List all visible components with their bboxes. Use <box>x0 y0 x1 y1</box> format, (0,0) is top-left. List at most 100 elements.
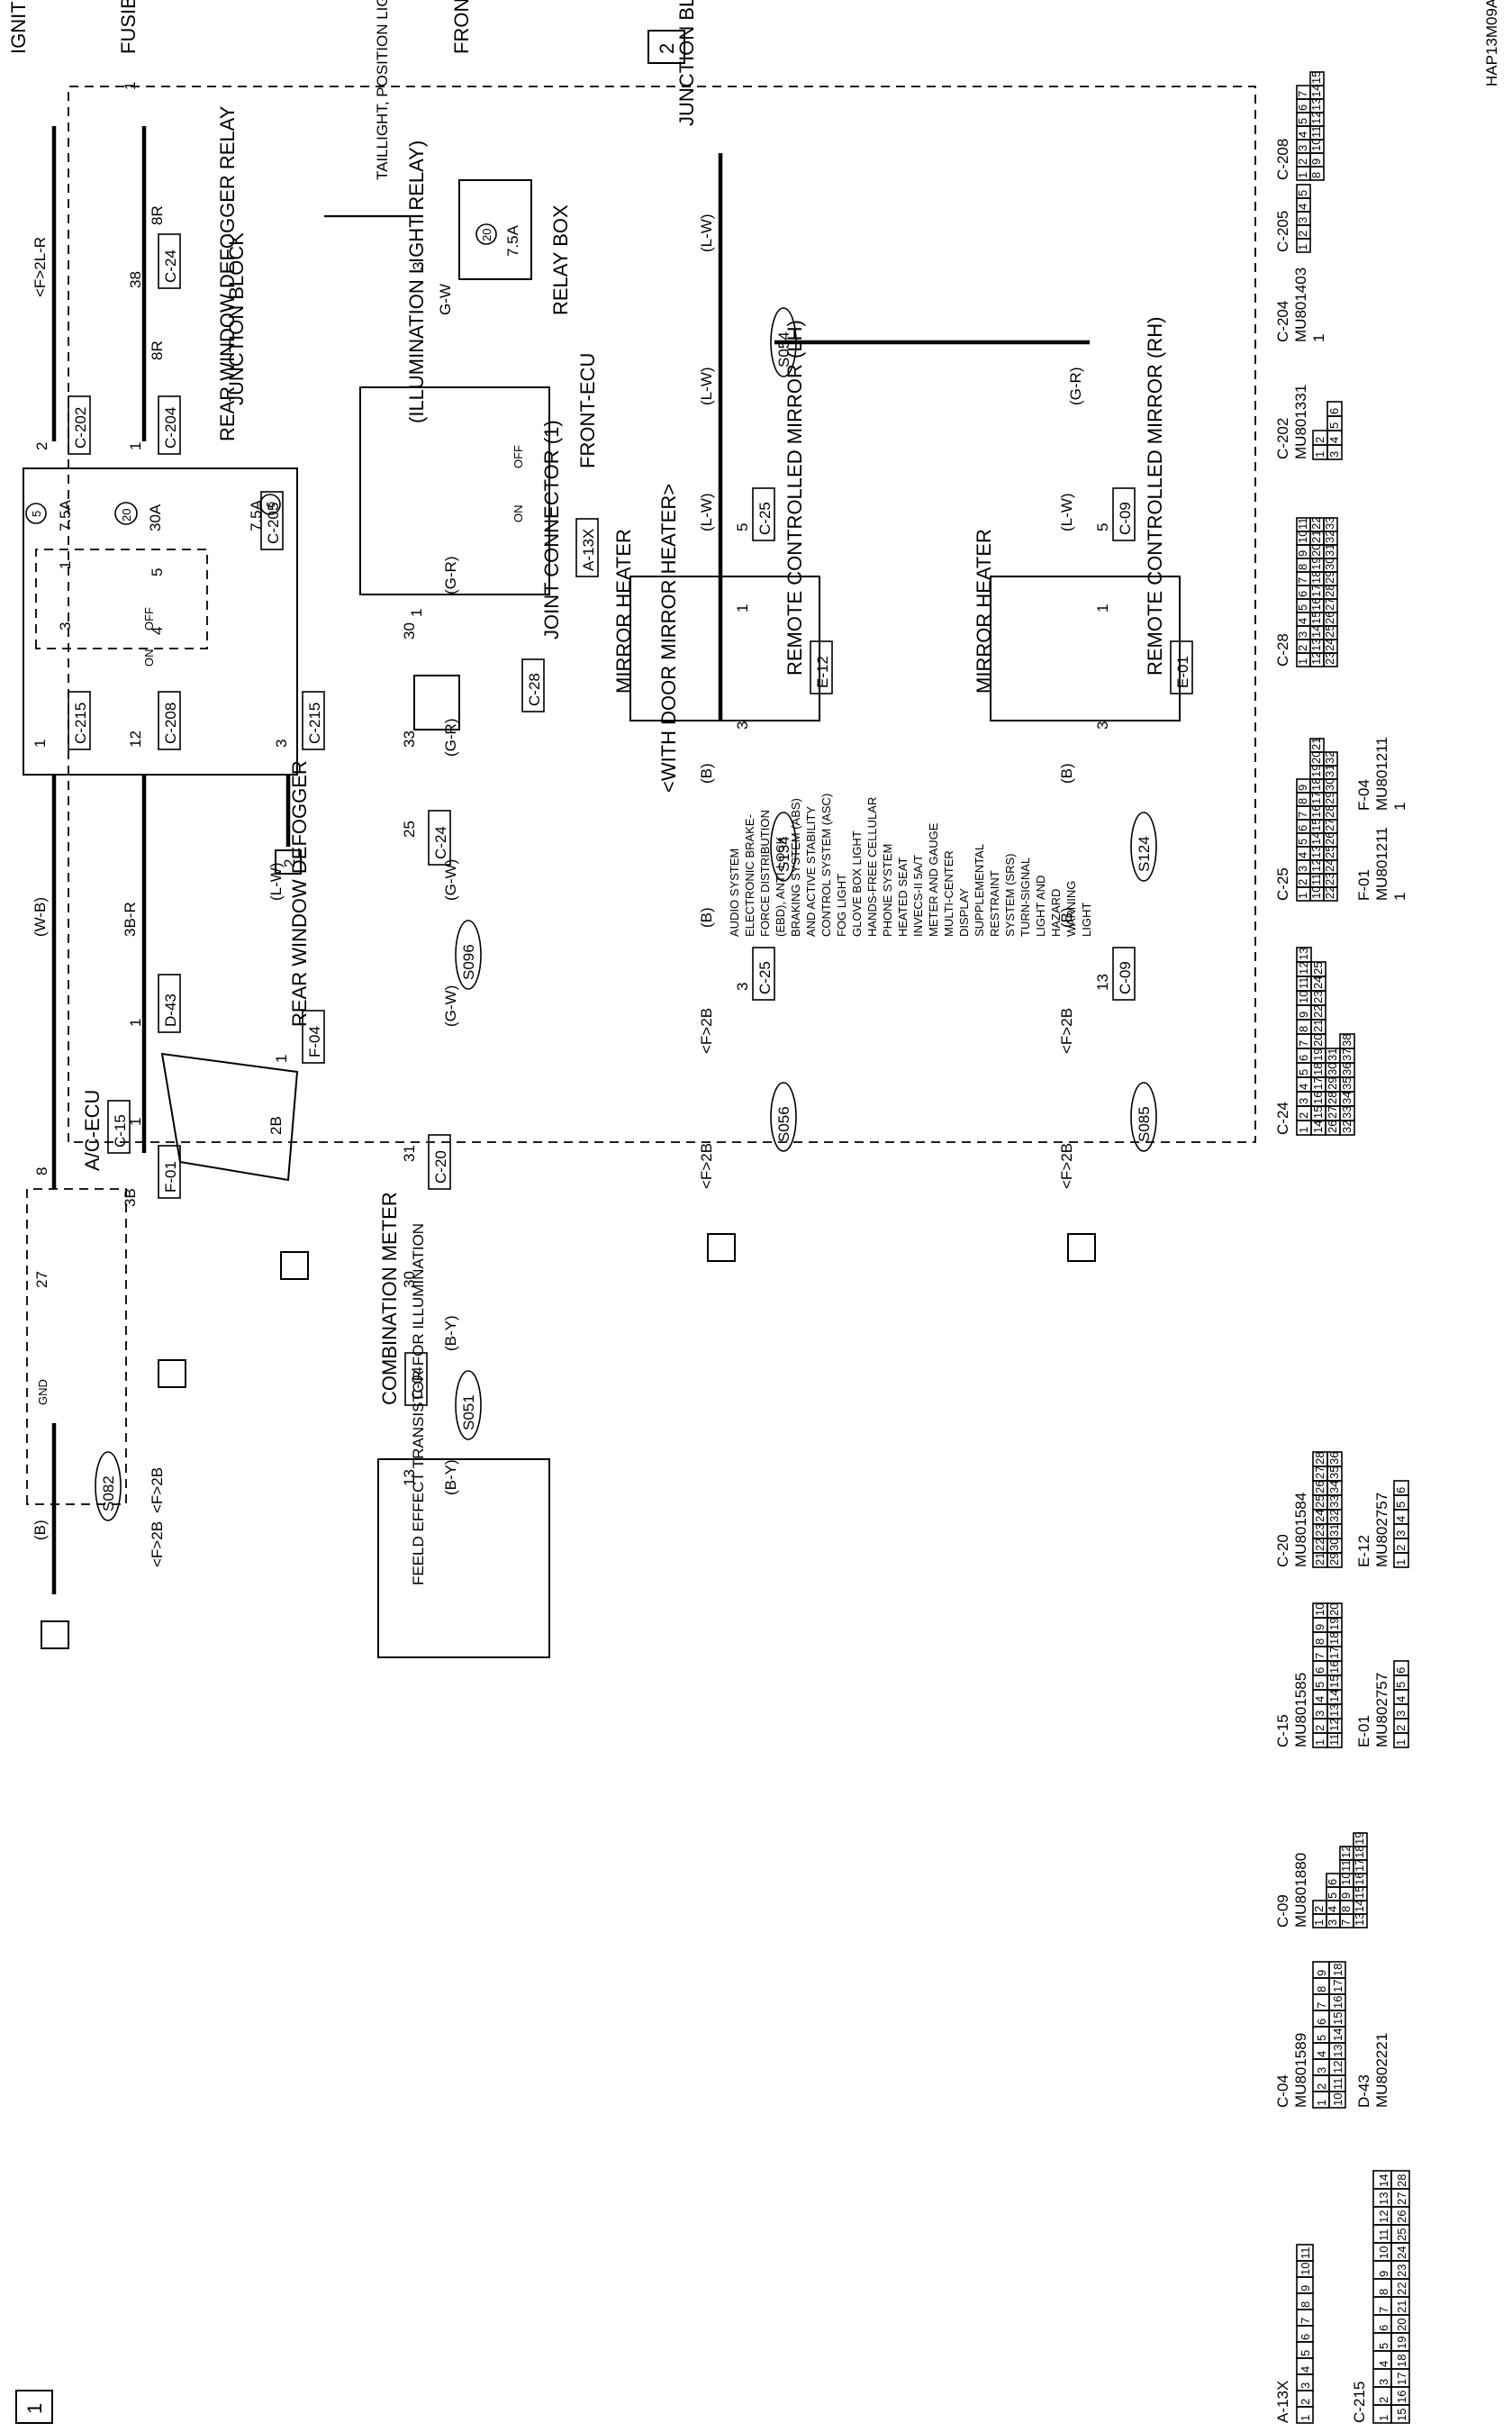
connector-pin-number: 37 <box>1340 1048 1354 1061</box>
connector-c24-top: C-24 <box>158 233 181 289</box>
wire-label-lw-c: (L-W) <box>698 494 715 531</box>
face-label-c208: C-208 <box>1274 139 1291 180</box>
connector-pin-number: 7 <box>1313 1653 1326 1659</box>
connector-pin-cell <box>1310 961 1326 977</box>
connector-pin-number: 9 <box>1296 550 1309 557</box>
connector-pin-number: 27 <box>1313 1466 1326 1479</box>
connector-pin-cell <box>1296 2244 1314 2262</box>
connector-pin-number: 31 <box>1323 765 1336 777</box>
wire-label-gw-3: (G-W) <box>442 985 459 1027</box>
svg-text:30A: 30A <box>147 504 164 531</box>
connector-pin-number: 17 <box>1311 1077 1325 1090</box>
mirror-heater-lh-label: MIRROR HEATER <box>612 529 635 694</box>
connector-pin-number: 15 <box>1309 71 1323 84</box>
connector-pin-number: 10 <box>1331 2093 1345 2106</box>
affected-system-line: HEATED SEAT <box>896 858 910 937</box>
svg-text:F-01: F-01 <box>162 1161 179 1193</box>
connector-pin-number: 12 <box>1309 652 1323 665</box>
face-pin-c204: 1 <box>1310 334 1327 342</box>
connector-pin-number: 7 <box>1339 1919 1353 1926</box>
connector-pin-number: 33 <box>1327 1495 1341 1508</box>
connector-pin-number: 3 <box>1296 866 1309 872</box>
connector-pin-number: 3 <box>1394 1711 1408 1717</box>
face-part-f01: MU801211 <box>1373 827 1390 901</box>
junction-block-box <box>23 467 298 776</box>
pin-4-relay: 4 <box>149 627 166 635</box>
connector-pin-number: 23 <box>1323 652 1336 665</box>
connector-pin-number: 28 <box>1313 1452 1326 1465</box>
fusible-link-number: 1 <box>122 82 139 90</box>
connector-pin-number: 26 <box>1313 1481 1326 1493</box>
connector-pin-number: 19 <box>1327 1618 1341 1630</box>
connector-pin-number: 8 <box>1309 172 1323 178</box>
svg-text:2: 2 <box>281 859 298 867</box>
connector-c24-mid: C-24 <box>428 810 451 866</box>
connector-pin-number: 8 <box>1297 1026 1310 1032</box>
connector-pin-number: 30 <box>1326 1063 1339 1075</box>
wire-label-by-2: (B-Y) <box>442 1459 459 1495</box>
connector-pin-number: 9 <box>1309 159 1323 165</box>
splice-s124-label: S124 <box>1136 836 1153 872</box>
connector-pin-number: 23 <box>1313 1524 1326 1537</box>
pin-n1: 1 <box>1094 604 1111 613</box>
face-label-c28: C-28 <box>1274 633 1291 667</box>
connector-pin-number: 14 <box>1309 832 1323 845</box>
connector-pin-cell <box>1339 1033 1355 1049</box>
connector-pin-cell <box>1296 947 1312 963</box>
face-part-c04: MU801589 <box>1292 2033 1309 2108</box>
pin-33: 33 <box>401 731 418 748</box>
connector-pin-number: 5 <box>1299 2350 1312 2356</box>
connector-pin-number: 13 <box>1377 2192 1390 2205</box>
connector-pin-number: 7 <box>1296 91 1309 97</box>
connector-pin-number: 2 <box>1394 1545 1408 1551</box>
connector-pin-number: 3 <box>1394 1530 1408 1537</box>
connector-pin-number: 16 <box>1327 1661 1341 1674</box>
illumination-relay-label: (ILLUMINATION LIGHT RELAY) <box>405 141 428 423</box>
connector-pin-number: 4 <box>1315 2051 1328 2057</box>
face-part-c15: MU801585 <box>1292 1673 1309 1747</box>
svg-text:C-24: C-24 <box>162 250 179 283</box>
connector-pin-number: 10 <box>1296 531 1309 543</box>
pin-1-c215: 1 <box>32 740 49 748</box>
connector-a13x: A-13X <box>575 518 599 577</box>
connector-pin-number: 29 <box>1323 792 1336 804</box>
wire-label-b: (B) <box>32 1520 49 1540</box>
connector-pin-cell <box>1323 751 1338 767</box>
affected-system-line: BRAKING SYSTEM (ABS) <box>789 798 802 937</box>
connector-pin-number: 13 <box>1327 1704 1341 1717</box>
front-ecu-relay-label: FRONT-ECU (TAILLIGHT RELAY) <box>450 0 473 54</box>
affected-system-line: METER AND GAUGE <box>927 822 940 937</box>
connector-pin-number: 22 <box>1309 517 1323 530</box>
pin-12: 12 <box>127 731 144 748</box>
connector-pin-number: 2 <box>1313 437 1326 443</box>
connector-pin-number: 15 <box>1311 1106 1325 1119</box>
connector-pin-number: 7 <box>1377 2307 1390 2313</box>
connector-pin-number: 6 <box>1296 591 1309 597</box>
connector-pin-number: 26 <box>1395 2210 1408 2223</box>
connector-d43: D-43 <box>158 974 181 1033</box>
connector-pin-number: 7 <box>1315 2002 1328 2009</box>
pin-n5: 5 <box>1094 523 1111 531</box>
face-label-a13x: A-13X <box>1274 2381 1291 2423</box>
svg-text:18: 18 <box>287 1259 304 1276</box>
ground-3-right: 3 <box>1067 1233 1096 1262</box>
left-page-number: 1 <box>15 2390 53 2424</box>
connector-pin-number: 15 <box>1309 819 1323 831</box>
face-c24: 1234567891011121314151617181920212223242… <box>1296 947 1355 1136</box>
connector-pin-number: 11 <box>1299 2247 1312 2260</box>
face-c28: 1234567891011121314151617181920212223242… <box>1296 517 1338 667</box>
svg-text:4: 4 <box>165 1372 182 1380</box>
relay-box-label: RELAY BOX <box>549 204 572 315</box>
connector-pin-number: 8 <box>1377 2289 1390 2295</box>
connector-pin-number: 20 <box>1309 751 1323 764</box>
svg-text:C-09: C-09 <box>1117 502 1134 535</box>
connector-pin-cell <box>1309 71 1325 86</box>
fuse-5: 5 7.5A <box>25 499 74 531</box>
connector-pin-number: 2 <box>1296 159 1309 165</box>
joint-connector-label: JOINT CONNECTOR (1) <box>540 420 563 640</box>
connector-pin-number: 16 <box>1331 1996 1345 2009</box>
connector-pin-number: 20 <box>1395 2319 1408 2331</box>
connector-pin-number: 11 <box>1309 874 1323 886</box>
connector-pin-number: 10 <box>1309 139 1323 151</box>
